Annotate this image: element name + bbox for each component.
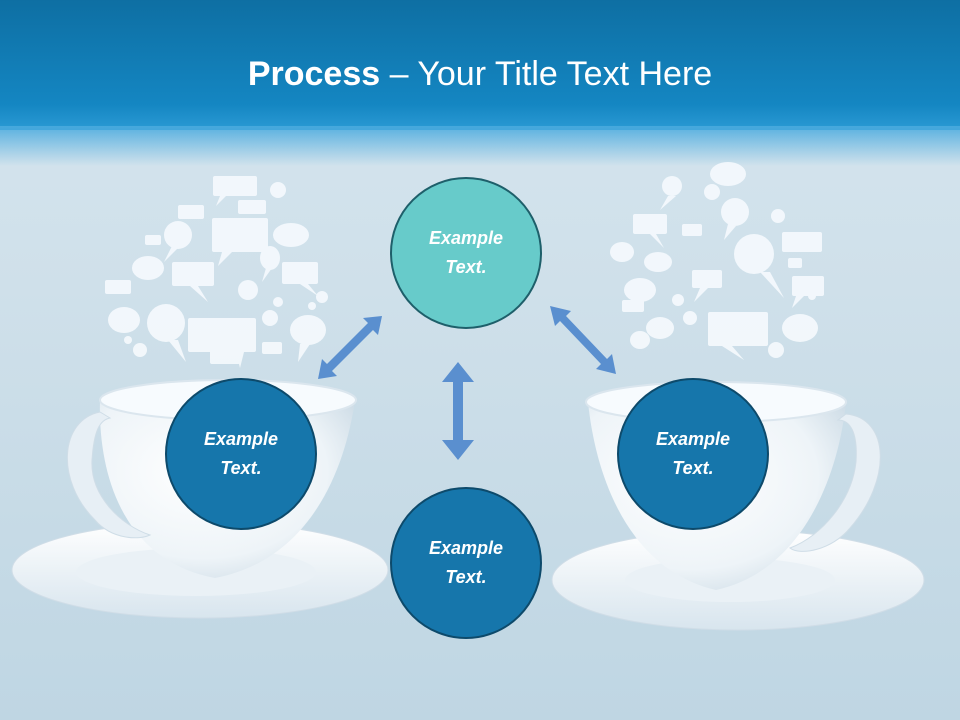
circle-left[interactable]: Example Text.	[165, 378, 317, 530]
double-arrow-right-icon	[550, 306, 616, 374]
title-bar	[0, 0, 960, 130]
double-arrow-vertical-icon	[442, 362, 474, 460]
speech-bubbles-cloud-left-icon	[105, 176, 328, 368]
circle-top[interactable]: Example Text.	[390, 177, 542, 329]
title-rest: – Your Title Text Here	[380, 55, 713, 93]
speech-bubbles-cloud-right-icon	[610, 162, 824, 360]
circle-bottom-text: Example Text.	[428, 538, 504, 587]
title-bold: Process	[247, 55, 381, 93]
circle-left-text: Example Text.	[203, 429, 279, 478]
double-arrow-left-icon	[318, 316, 382, 379]
title-bar-fade	[0, 126, 960, 166]
slide-title[interactable]: Process – Your Title Text Here	[0, 52, 960, 96]
circle-right-text: Example Text.	[655, 429, 731, 478]
circle-top-text: Example Text.	[428, 228, 504, 277]
circle-bottom[interactable]: Example Text.	[390, 487, 542, 639]
circle-right[interactable]: Example Text.	[617, 378, 769, 530]
